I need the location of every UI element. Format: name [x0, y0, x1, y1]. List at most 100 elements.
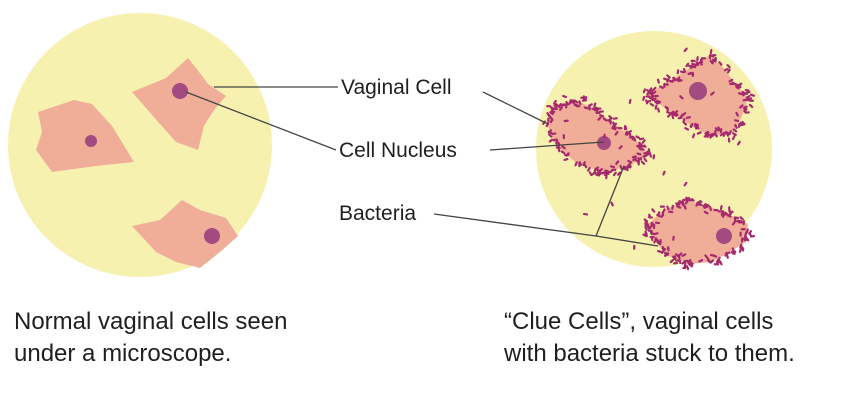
- bacterium: [546, 105, 552, 108]
- bacteria-leader-to-fork: [433, 213, 597, 237]
- cell-nucleus-leader-left: [185, 91, 337, 151]
- left-vaginal-cell-3: [132, 200, 238, 268]
- bacterium: [719, 205, 723, 211]
- bacterium: [612, 171, 617, 177]
- bacterium: [678, 200, 681, 206]
- left-caption-line-2: under a microscope.: [14, 340, 232, 367]
- bacterium: [694, 62, 700, 67]
- bacterium: [717, 210, 723, 213]
- bacterium: [547, 129, 553, 134]
- bacterium: [741, 120, 746, 126]
- bacterium: [696, 131, 702, 135]
- bacterium: [645, 99, 649, 105]
- bacterium: [654, 100, 659, 105]
- bacterium: [627, 159, 633, 164]
- bacterium: [646, 89, 651, 93]
- bacterium: [683, 47, 688, 53]
- left-cell-nucleus-2: [172, 83, 188, 99]
- bacterium: [682, 67, 687, 73]
- bacterium: [635, 135, 641, 140]
- bacterium: [578, 162, 581, 168]
- bacterium: [663, 253, 669, 257]
- bacterium: [666, 111, 672, 115]
- bacterium: [641, 144, 647, 148]
- bacterium: [734, 83, 738, 89]
- bacterium: [653, 94, 659, 98]
- bacterium: [612, 117, 618, 120]
- bacterium: [597, 116, 602, 121]
- bacterium: [677, 254, 681, 260]
- bacterium: [739, 216, 744, 221]
- bacterium: [582, 212, 589, 216]
- bacterium: [657, 249, 663, 254]
- bacterium: [744, 111, 750, 114]
- label-cell-nucleus: Cell Nucleus: [339, 139, 457, 162]
- bacterium: [696, 124, 700, 130]
- bacterium: [735, 111, 739, 117]
- bacterium: [662, 77, 669, 81]
- bacterium: [605, 174, 608, 180]
- bacterium: [551, 132, 557, 136]
- label-bacteria: Bacteria: [339, 202, 416, 225]
- bacterium: [627, 129, 632, 134]
- bacterium: [642, 88, 647, 94]
- bacterium: [682, 265, 687, 270]
- bacterium: [720, 213, 725, 218]
- bacterium: [657, 107, 660, 113]
- bacterium: [645, 152, 650, 157]
- bacterium: [619, 164, 623, 171]
- clue-cell-nucleus-2: [689, 82, 707, 100]
- bacterium: [553, 103, 558, 109]
- left-caption: Normal vaginal cells seen under a micros…: [14, 306, 374, 370]
- bacterium: [669, 258, 675, 264]
- bacterium: [624, 130, 628, 136]
- bacterium: [643, 157, 648, 163]
- bacterium: [684, 127, 690, 131]
- bacterium: [628, 132, 632, 138]
- bacterium: [739, 121, 744, 127]
- bacterium: [681, 201, 685, 207]
- bacterium: [545, 122, 550, 128]
- bacterium: [611, 168, 617, 171]
- bacterium: [726, 64, 731, 69]
- bacterium: [666, 205, 670, 211]
- bacterium: [582, 161, 586, 167]
- bacterium: [690, 262, 694, 268]
- bacterium: [671, 111, 676, 116]
- bacteria-leader-upper: [595, 165, 625, 237]
- bacterium: [548, 133, 553, 138]
- bacterium: [643, 218, 649, 223]
- bacterium: [549, 116, 554, 122]
- bacterium: [609, 165, 616, 169]
- bacterium: [602, 117, 608, 122]
- cell-nucleus-leader-right: [489, 141, 605, 151]
- bacterium: [682, 121, 688, 126]
- bacterium: [650, 222, 655, 227]
- bacterium: [659, 85, 664, 90]
- bacterium: [709, 259, 715, 264]
- bacterium: [744, 230, 748, 236]
- bacterium: [689, 199, 695, 202]
- bacterium: [636, 144, 642, 148]
- bacterium: [712, 58, 716, 63]
- bacterium: [623, 125, 627, 131]
- bacterium: [740, 246, 745, 252]
- bacterium: [548, 138, 554, 143]
- bacterium: [707, 134, 713, 137]
- bacterium: [667, 113, 672, 118]
- bacterium: [638, 141, 643, 146]
- bacterium: [593, 102, 597, 108]
- bacterium: [708, 205, 713, 212]
- bacterium: [578, 100, 582, 106]
- bacterium: [685, 116, 691, 119]
- bacterium: [641, 139, 646, 144]
- left-microscope-field: [8, 13, 272, 277]
- bacterium: [713, 132, 718, 138]
- bacterium: [618, 145, 623, 150]
- bacterium: [709, 54, 715, 58]
- bacterium: [631, 135, 636, 140]
- right-caption: “Clue Cells”, vaginal cells with bacteri…: [504, 306, 864, 370]
- bacterium: [691, 133, 696, 139]
- bacterium: [683, 260, 687, 266]
- bacterium: [662, 170, 666, 176]
